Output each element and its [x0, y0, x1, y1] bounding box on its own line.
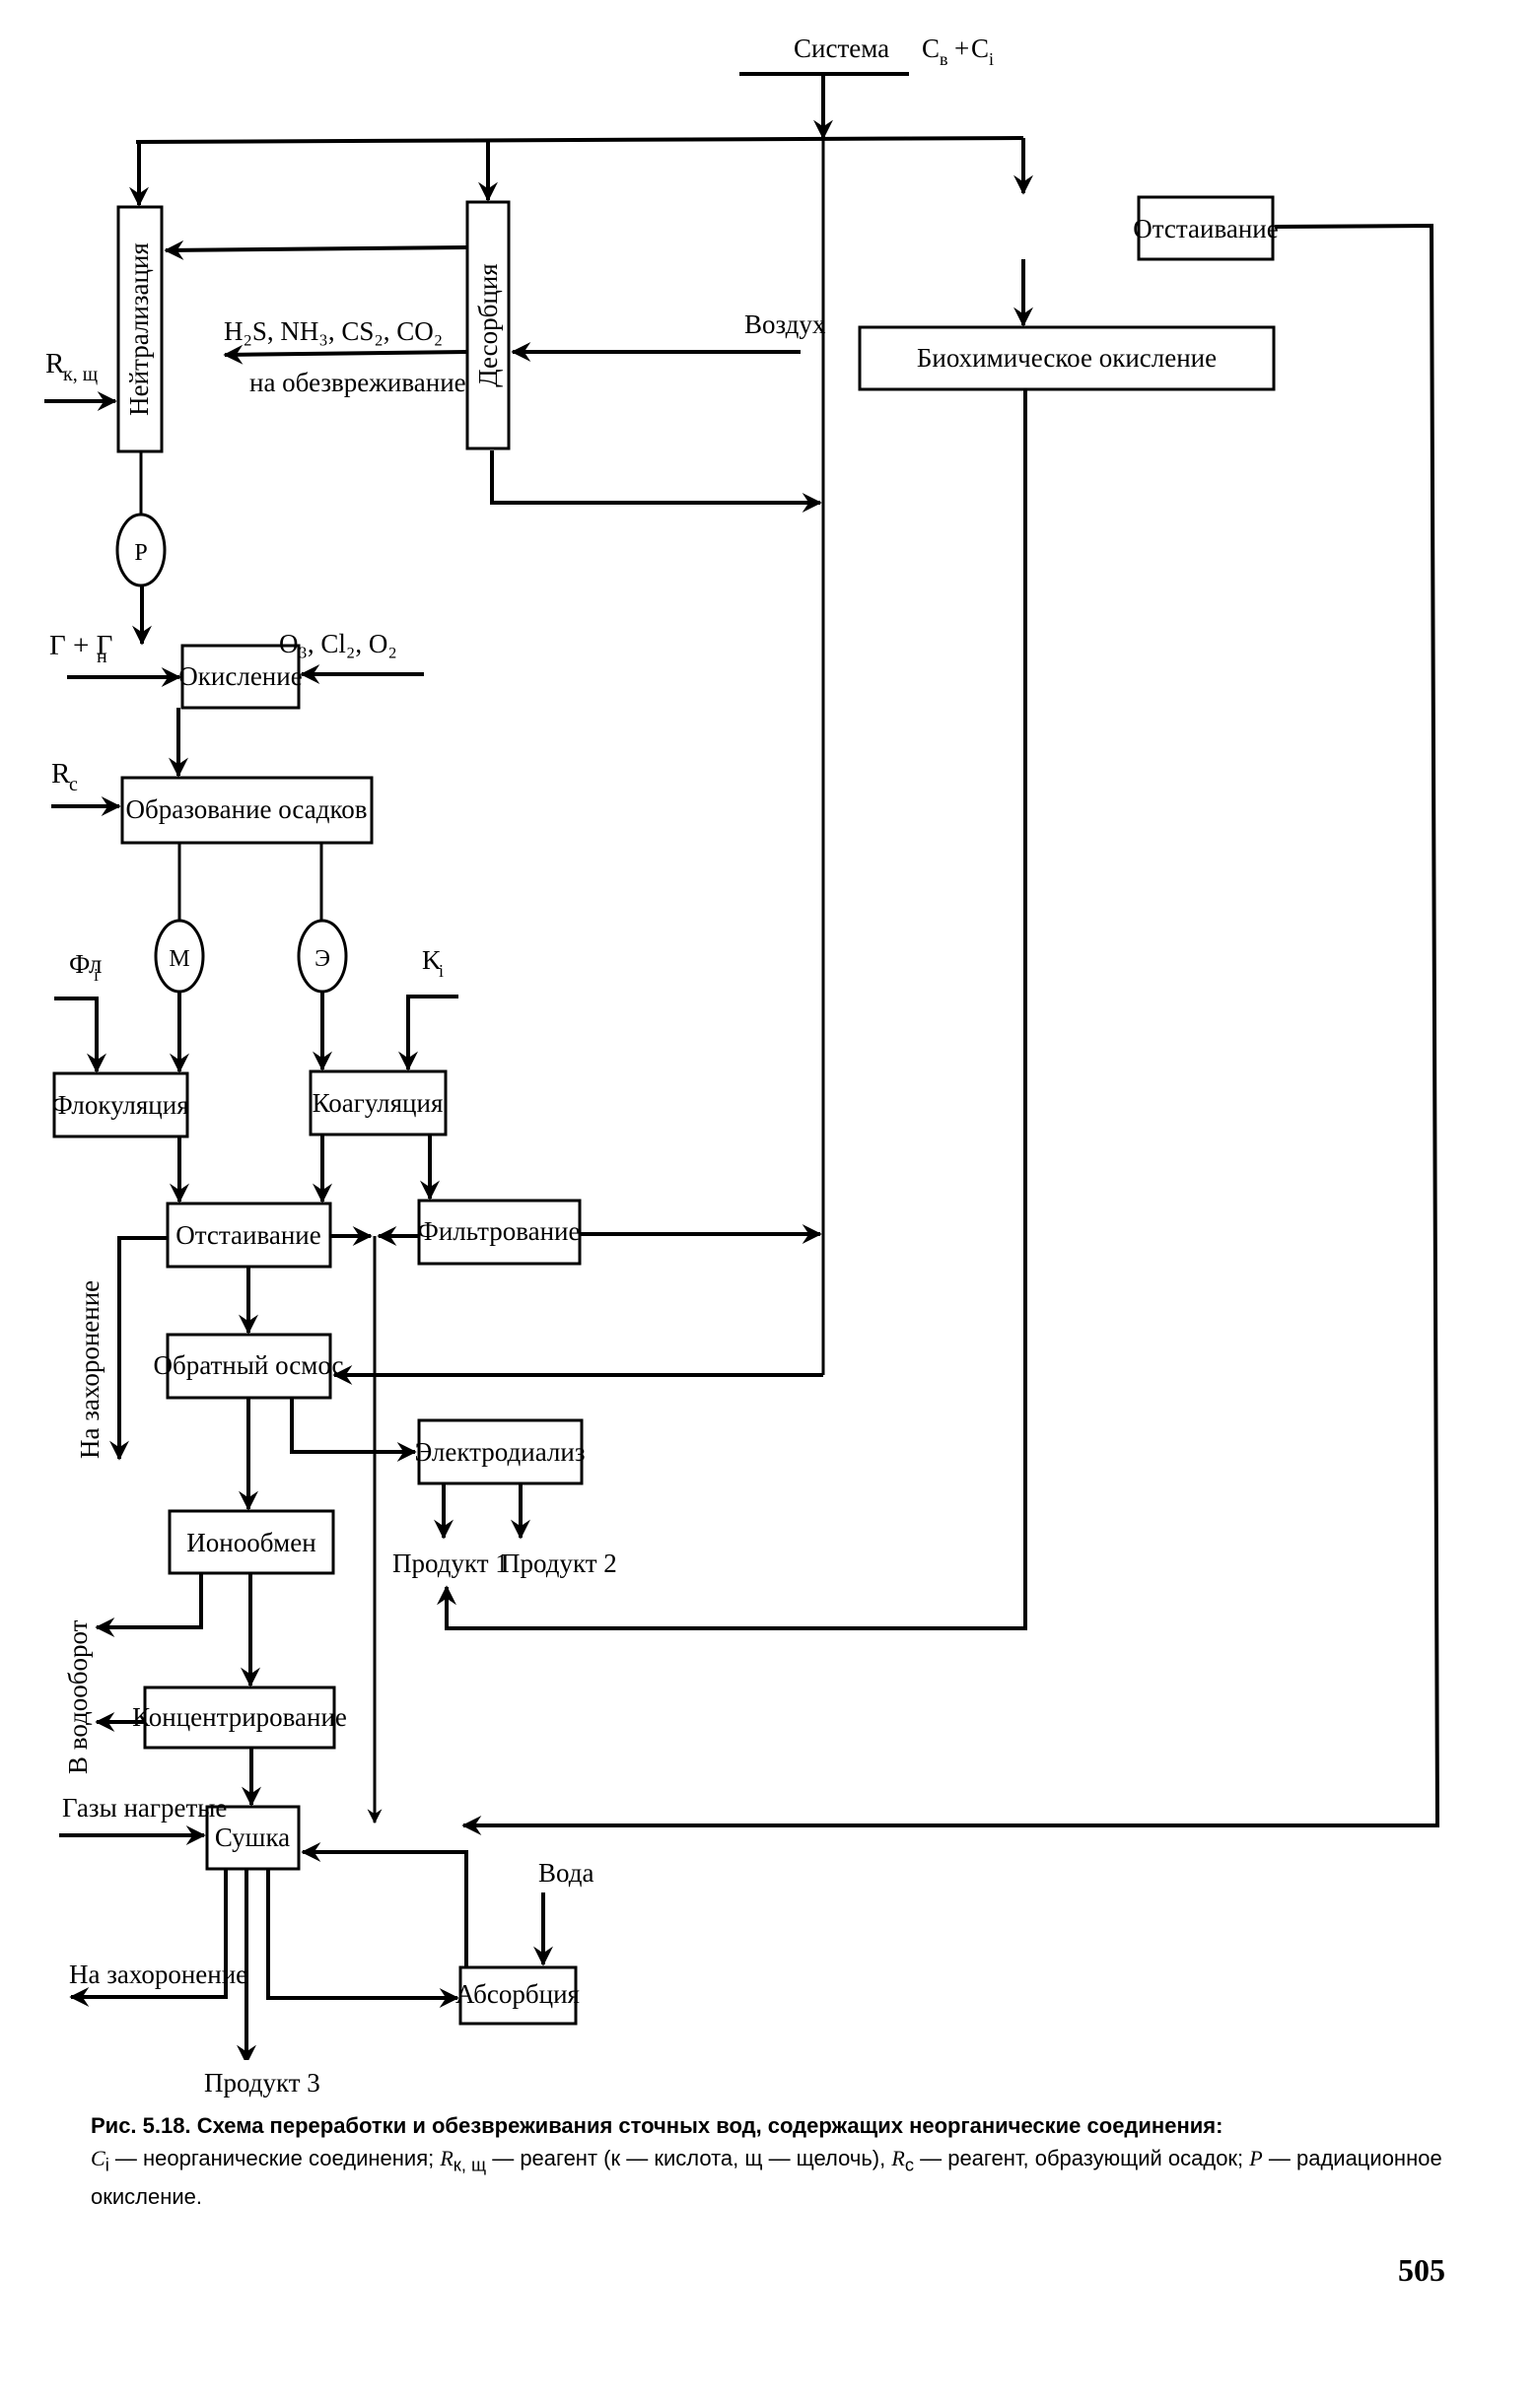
node-filtration — [417, 1199, 582, 1266]
legend-item: Rс — реагент, образующий осадок; — [891, 2146, 1250, 2175]
settling-top-to-drying-line — [461, 223, 1440, 1835]
svg-text:в: в — [940, 49, 948, 69]
hot-gases-label: Газы нагретые — [62, 1793, 227, 1823]
node-precipitation-label: Образование осадков — [126, 794, 368, 824]
node-settling-label: Отстаивание — [175, 1220, 320, 1250]
water-label: Вода — [538, 1858, 594, 1888]
reagent-precip-label: R — [51, 758, 71, 790]
node-flocculation-label: Флокуляция — [51, 1090, 188, 1120]
air-label: Воздух — [744, 310, 826, 339]
node-coagulation-label: Коагуляция — [313, 1088, 444, 1118]
page-number: 505 — [1398, 2252, 1445, 2288]
node-coagulation — [309, 1069, 448, 1136]
legend-item: Rк, щ — реагент (к — кислота, щ — щелочь… — [440, 2146, 892, 2175]
gamma-label: Γ + Γ — [49, 630, 112, 661]
source-label: Система — [794, 34, 889, 63]
caption-legend: Ci — неорганические соединения; Rк, щ — … — [91, 2142, 1461, 2213]
node-flocculation — [52, 1071, 189, 1138]
desorption-to-neutralization-arrow — [164, 240, 468, 260]
coagulants-in-arrow — [398, 995, 458, 1071]
node-magnetic-label: М — [169, 946, 189, 972]
legend-item: Ci — неорганические соединения; — [91, 2146, 441, 2175]
figure-caption: Рис. 5.18. Схема переработки и обезврежи… — [91, 2109, 1461, 2213]
product2-label: Продукт 2 — [501, 1548, 617, 1578]
osmosis-to-electrodialysis-arrow — [290, 1398, 417, 1462]
product3-label: Продукт 3 — [204, 2068, 320, 2098]
node-biochemical-oxidation — [858, 325, 1276, 391]
node-electrodialysis-label: Электродиализ — [414, 1437, 585, 1467]
node-electrodialysis — [417, 1418, 584, 1485]
node-oxidation — [180, 644, 301, 710]
caption-title: Рис. 5.18. Схема переработки и обезврежи… — [91, 2113, 1223, 2138]
node-settling-top — [1137, 195, 1275, 261]
node-desorption-label: Десорбция — [473, 263, 503, 386]
node-oxidation-label: Окисление — [178, 661, 302, 691]
node-desorption — [465, 200, 511, 450]
to-water-recycling-label: В водооборот — [63, 1619, 93, 1774]
node-concentration — [143, 1686, 336, 1750]
to-burial-vertical-label: На захоронение — [75, 1280, 105, 1459]
process-flow-diagram: Система C в + C i Нейтрализация Десорбци… — [44, 34, 1440, 2060]
svg-text:+: + — [954, 34, 969, 63]
node-absorption — [458, 1965, 578, 2026]
node-drying — [205, 1805, 301, 1871]
absorption-to-drying-arrow — [301, 1842, 468, 1967]
oxidants-label: O₃, Cl₂, O₂ — [279, 629, 397, 658]
node-filtration-label: Фильтрование — [418, 1216, 581, 1246]
reagent-acid-alkali-label: R — [45, 348, 65, 379]
distribution-header — [135, 136, 1024, 144]
svg-text:i: i — [94, 965, 99, 985]
drying-to-burial-arrow — [69, 1869, 228, 2007]
gases-to-treatment-label: на обезвреживание — [249, 368, 466, 397]
node-biochemical-oxidation-label: Биохимическое окисление — [917, 343, 1217, 373]
source-system: Система C в + C i — [739, 34, 994, 76]
node-neutralization-label: Нейтрализация — [124, 242, 154, 416]
node-absorption-label: Абсорбция — [455, 1979, 580, 2009]
svg-text:к, щ: к, щ — [63, 364, 98, 385]
svg-text:с: с — [69, 774, 78, 795]
flocculants-label: Фл — [69, 949, 102, 979]
product1-label: Продукт 1 — [392, 1548, 509, 1578]
biochem-to-ion-exchange-arrow — [437, 389, 1027, 1630]
node-electric-label: Э — [314, 946, 330, 972]
gases-out-arrow — [223, 344, 468, 365]
svg-text:C: C — [971, 34, 989, 63]
gases-out-label: H₂S, NH₃, CS₂, CO₂ — [224, 316, 443, 346]
flocculants-in-arrow — [54, 997, 106, 1073]
product3-wrapper: Продукт 3 — [204, 2068, 320, 2098]
drying-to-absorption-arrow — [266, 1869, 459, 2008]
desorption-to-bypass-arrow — [490, 450, 822, 513]
settling-to-burial-arrow — [109, 1236, 168, 1461]
node-precipitation — [120, 776, 374, 845]
svg-text:i: i — [989, 49, 994, 69]
node-ion-exchange-label: Ионообмен — [186, 1528, 315, 1557]
svg-text:н: н — [97, 646, 107, 667]
svg-text:i: i — [439, 961, 444, 981]
node-ion-exchange — [168, 1509, 335, 1575]
node-radiation-label: Р — [134, 540, 147, 566]
to-burial-label: На захоронение — [69, 1960, 247, 1989]
coagulants-label: K — [422, 945, 442, 975]
node-reverse-osmosis-label: Обратный осмос — [153, 1350, 343, 1380]
node-concentration-label: Концентрирование — [132, 1702, 347, 1732]
source-formula-c: C — [922, 34, 940, 63]
node-settling-top-label: Отстаивание — [1133, 214, 1278, 243]
node-drying-label: Сушка — [215, 1823, 290, 1852]
ion-exchange-to-recycling-arrow — [95, 1573, 203, 1637]
legend-item: P — радиационное окисление. — [91, 2146, 1442, 2210]
